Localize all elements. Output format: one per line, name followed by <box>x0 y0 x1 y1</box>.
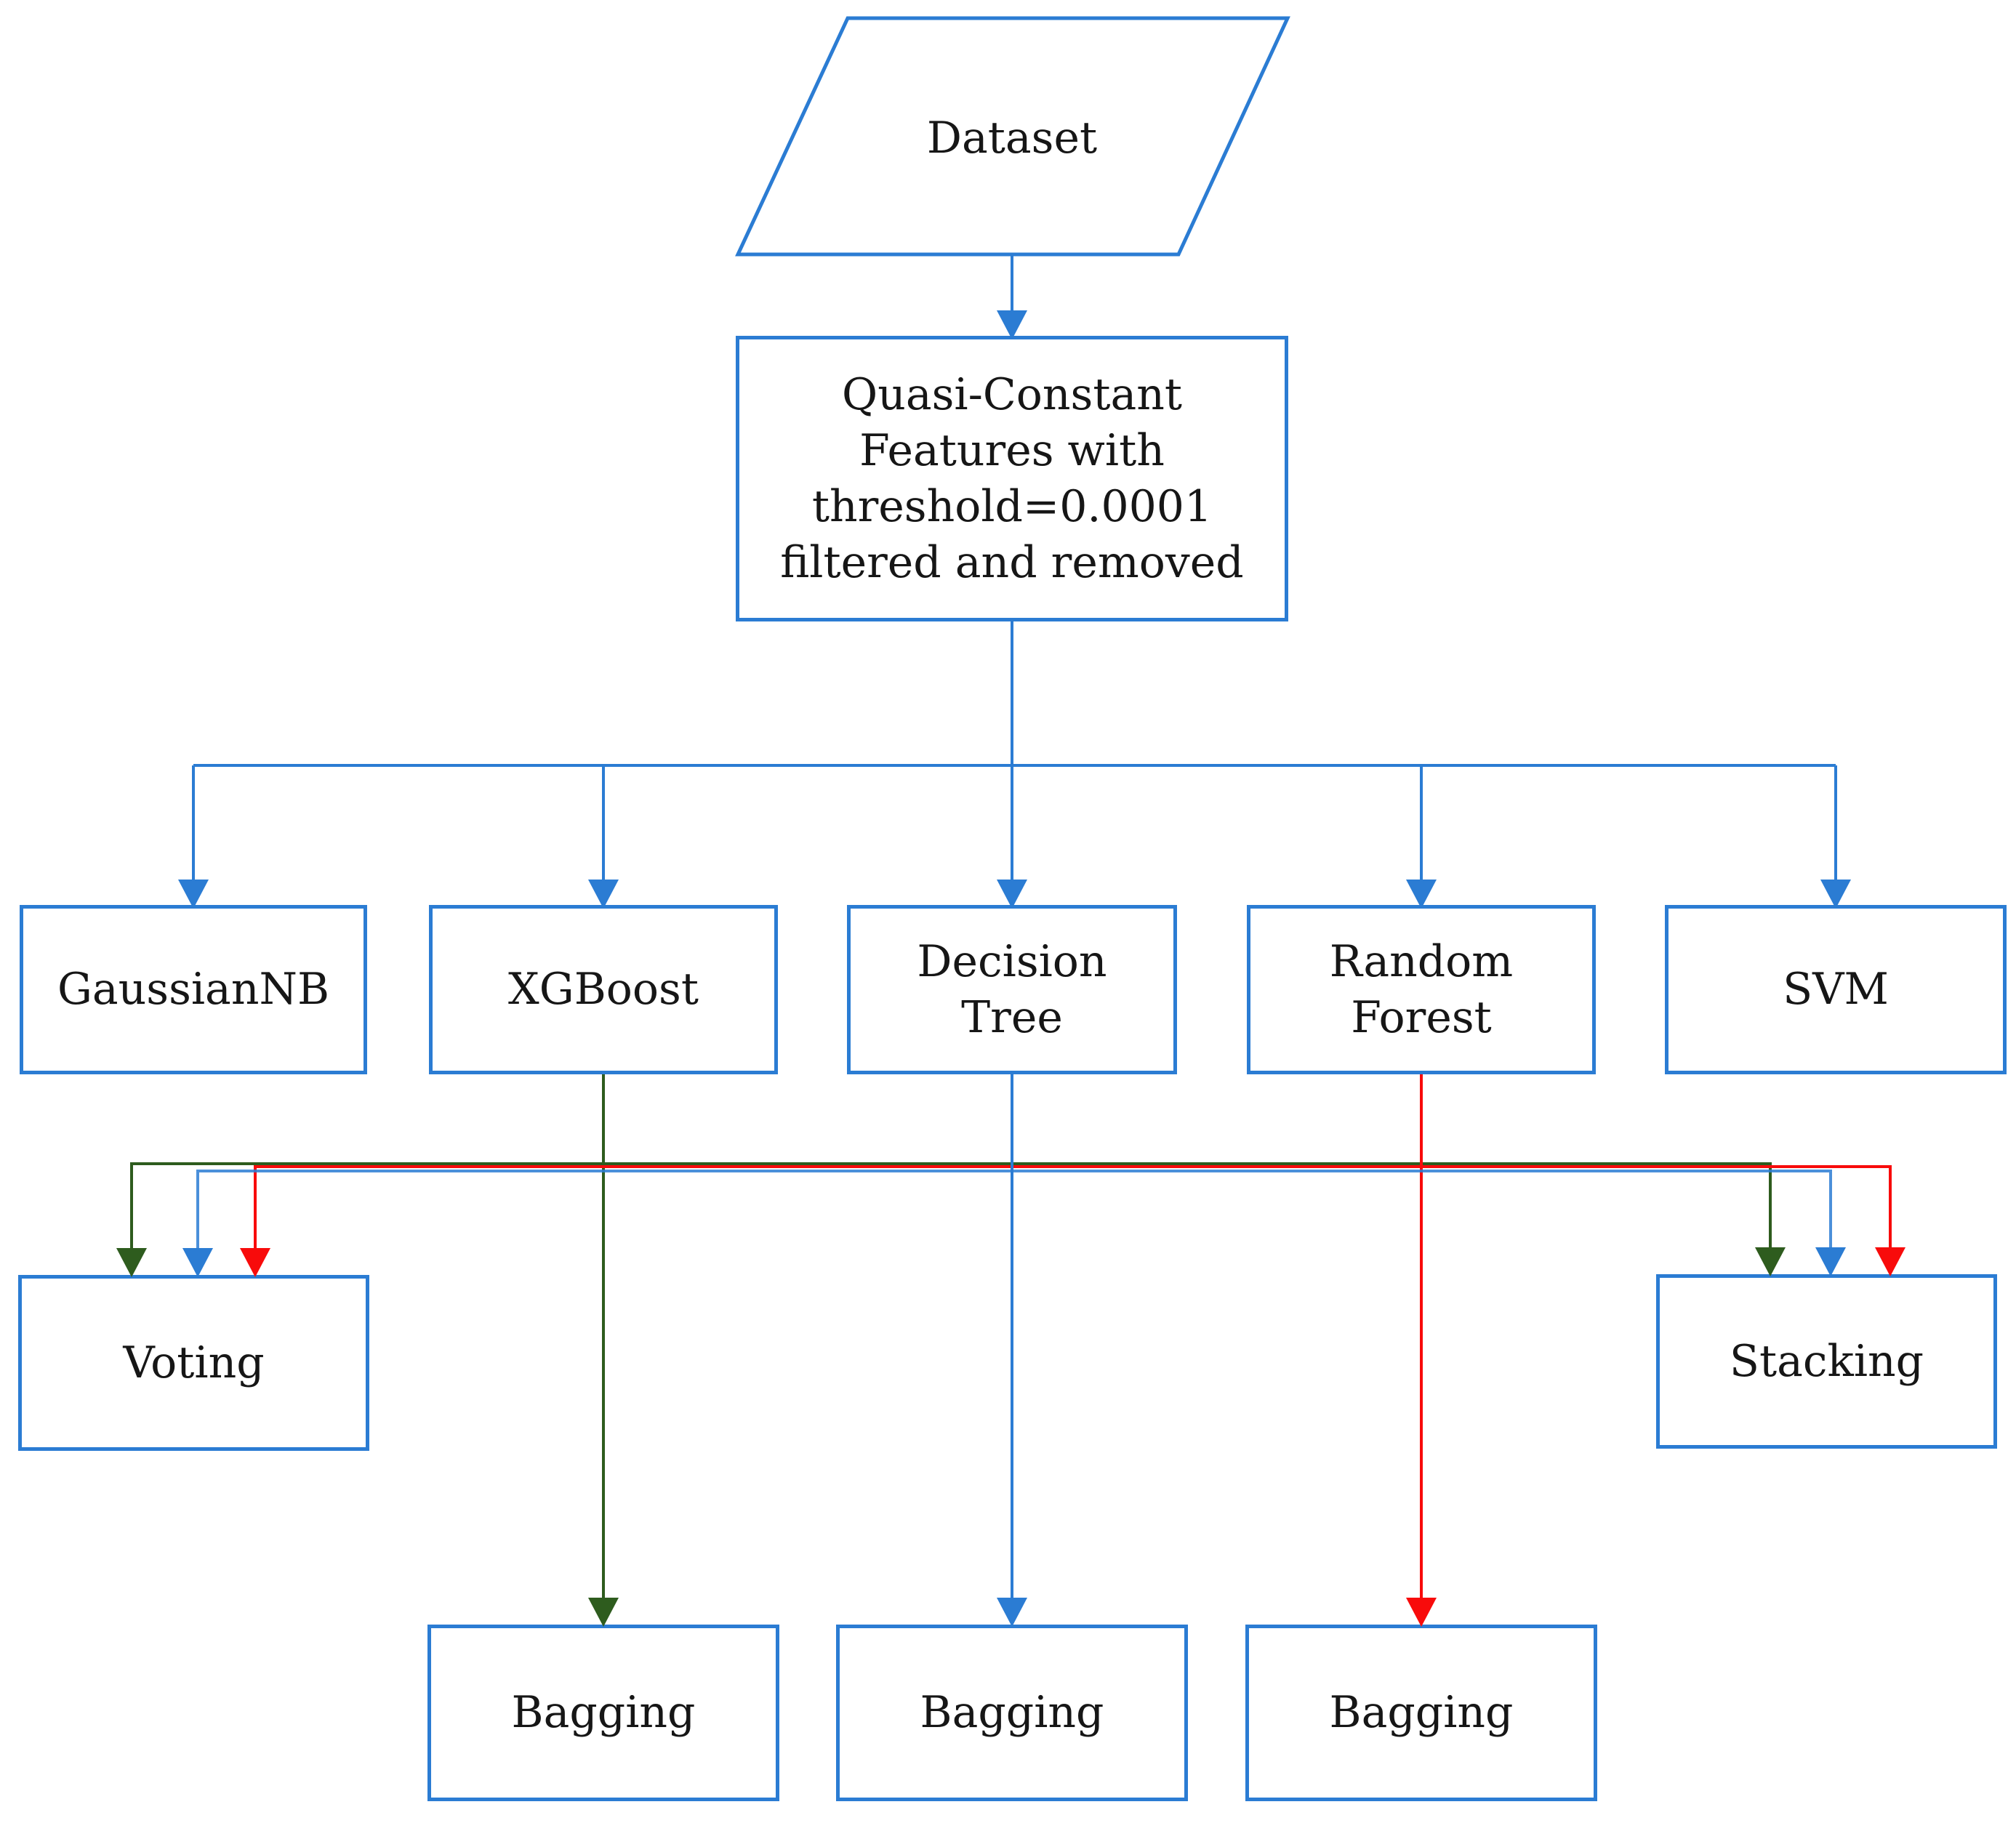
node-stacking: Stacking <box>1656 1274 1997 1449</box>
dataset-label: Dataset <box>926 113 1098 164</box>
node-svm: SVM <box>1665 905 2007 1074</box>
decision-tree-line-2: Tree <box>961 991 1063 1043</box>
bagging-random-forest-label: Bagging <box>1329 1687 1514 1738</box>
node-bagging-random-forest: Bagging <box>1245 1625 1597 1801</box>
node-quasi-constant-filter: Quasi-Constant Features with threshold=0… <box>736 336 1288 621</box>
quasi-line-4: filtered and removed <box>780 536 1244 588</box>
bagging-decision-tree-label: Bagging <box>920 1687 1104 1738</box>
node-voting: Voting <box>18 1275 369 1451</box>
node-random-forest: Random Forest <box>1247 905 1596 1074</box>
quasi-line-2: Features with <box>859 424 1165 476</box>
node-gaussiannb: GaussianNB <box>20 905 367 1074</box>
node-dataset: Dataset <box>794 58 1230 218</box>
node-decision-tree: Decision Tree <box>847 905 1177 1074</box>
xgboost-label: XGBoost <box>508 964 699 1015</box>
dataset-parallelogram <box>735 16 1290 257</box>
node-bagging-xgboost: Bagging <box>427 1625 779 1801</box>
node-xgboost: XGBoost <box>429 905 778 1074</box>
quasi-line-3: threshold=0.0001 <box>811 480 1213 532</box>
random-forest-line-2: Forest <box>1351 991 1492 1043</box>
stacking-label: Stacking <box>1729 1335 1924 1387</box>
decision-tree-line-1: Decision <box>917 935 1107 987</box>
voting-label: Voting <box>123 1337 265 1388</box>
random-forest-line-1: Random <box>1329 935 1514 987</box>
quasi-line-1: Quasi-Constant <box>842 369 1182 420</box>
node-bagging-decision-tree: Bagging <box>836 1625 1188 1801</box>
svm-label: SVM <box>1783 964 1889 1015</box>
bagging-xgboost-label: Bagging <box>511 1687 696 1738</box>
gaussiannb-label: GaussianNB <box>57 964 330 1015</box>
